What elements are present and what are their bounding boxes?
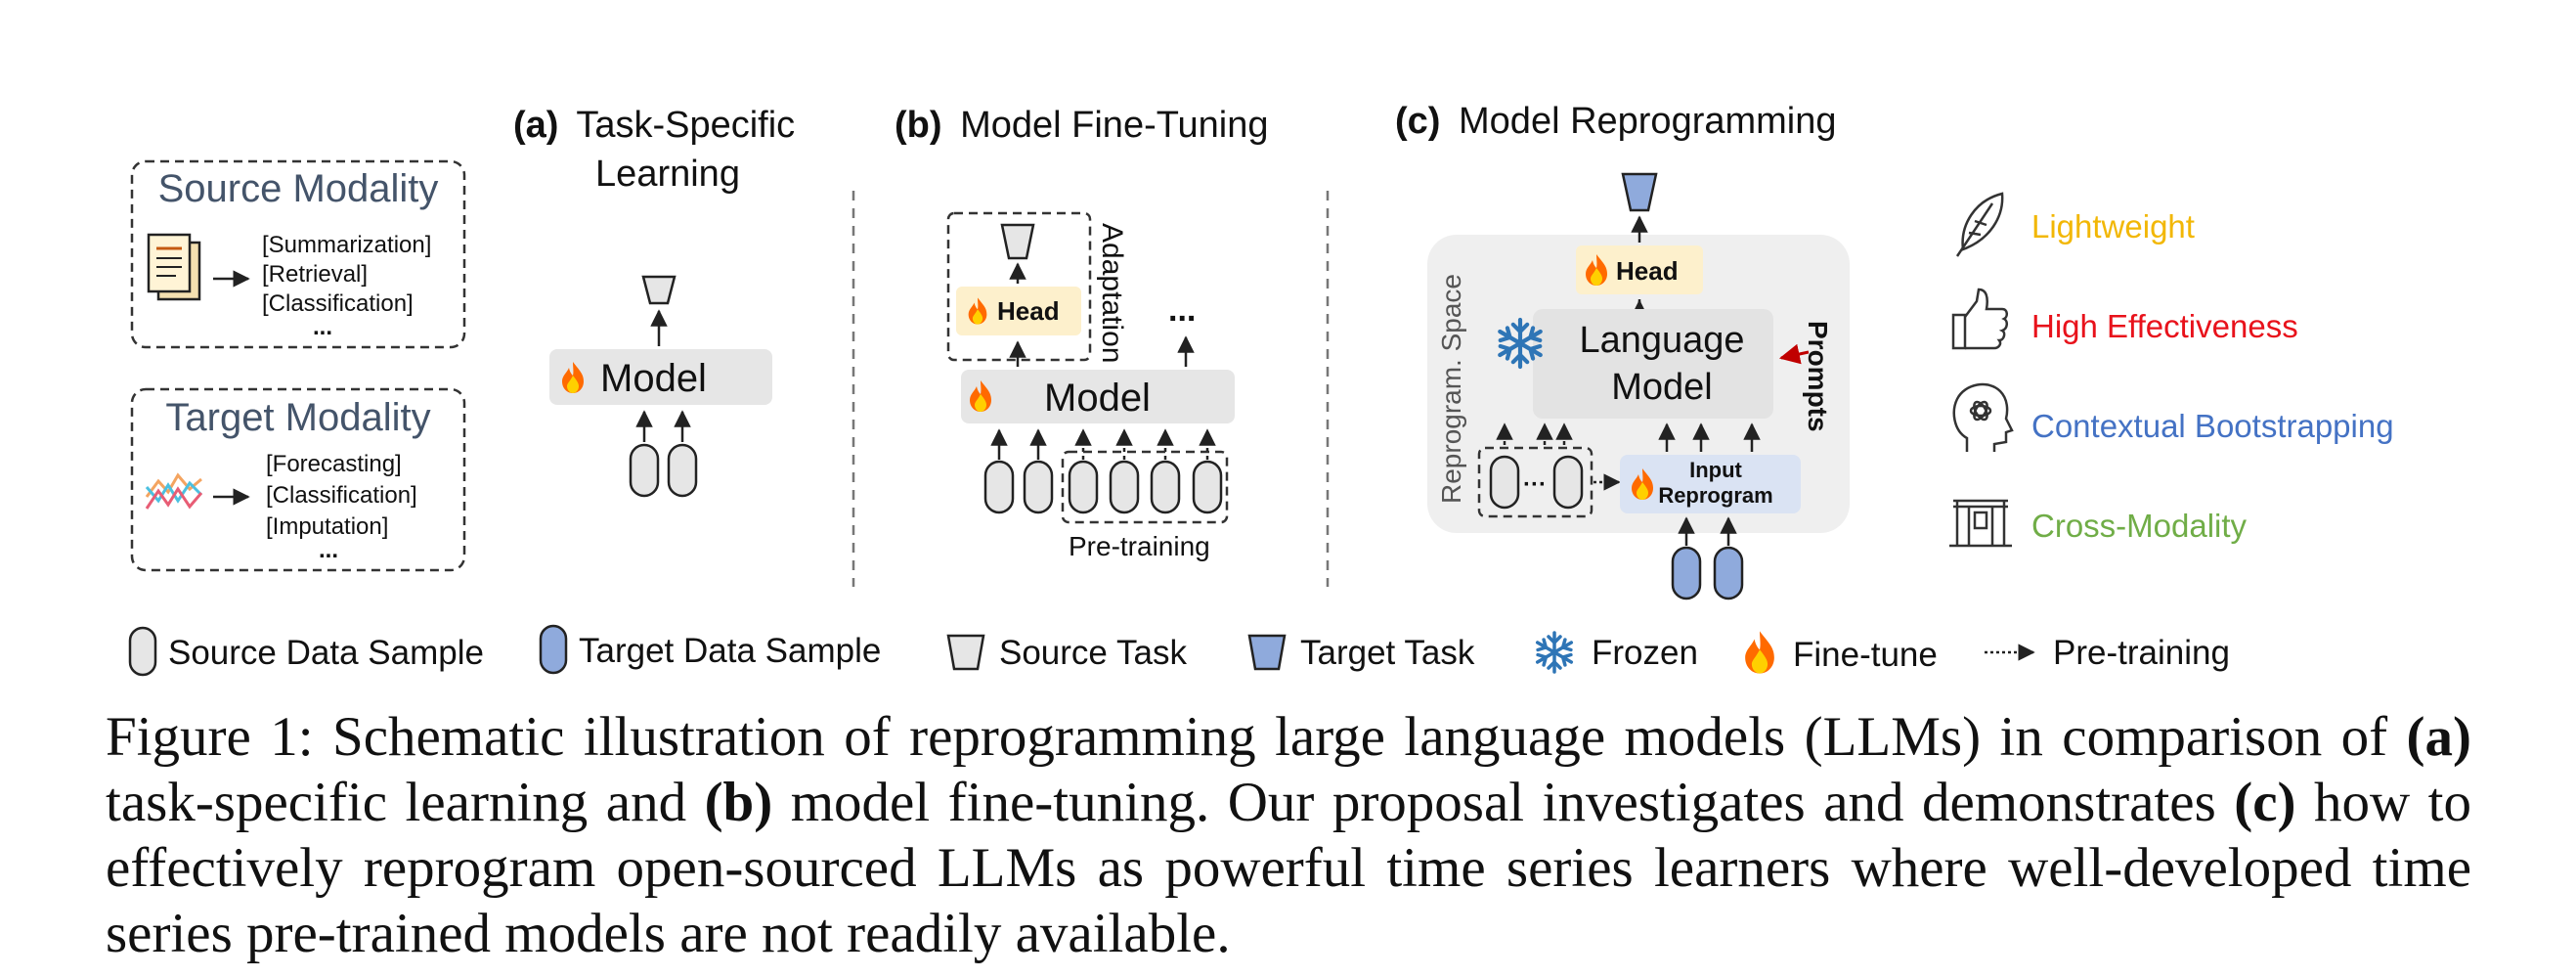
source-task-item: [Retrieval] <box>262 261 368 288</box>
legend-source-sample-swatch <box>128 626 157 677</box>
legend-target-task-label: Target Task <box>1300 634 1475 672</box>
panel-b-title: Model Fine-Tuning <box>960 105 1268 146</box>
adaptation-box <box>946 211 1092 362</box>
svg-text:(b) Model Fine-Tuning: (b) Model Fine-Tuning <box>895 105 1269 146</box>
property-label: Contextual Bootstrapping <box>2031 408 2394 444</box>
caption-text: model fine-tuning. Our proposal investig… <box>772 772 2235 833</box>
source-data-sample <box>1109 460 1140 514</box>
input-reprogram-box <box>1620 455 1801 513</box>
legend-target-sample-swatch <box>539 624 568 675</box>
source-modality-title: Source Modality <box>158 167 439 210</box>
legend: Source Data Sample Target Data Sample So… <box>128 624 2230 677</box>
panel-a: (a) Task-Specific Learning Model <box>513 105 795 498</box>
source-data-sample <box>1068 460 1099 514</box>
source-data-sample <box>667 443 698 498</box>
model-box <box>961 370 1235 423</box>
property-label: Lightweight <box>2031 208 2195 244</box>
document-icon <box>147 233 201 301</box>
properties-list: Lightweight High Effectiveness Contextua… <box>1949 192 2394 548</box>
source-task-item: [Classification] <box>262 290 414 317</box>
pretraining-label: Pre-training <box>1069 531 1210 561</box>
panel-a-letter: (a) <box>513 105 558 146</box>
source-data-sample <box>1552 455 1584 510</box>
source-task-item: ... <box>313 314 332 340</box>
legend-source-task-label: Source Task <box>999 634 1187 672</box>
source-data-sample <box>983 460 1015 514</box>
target-task-item: [Imputation] <box>266 513 388 540</box>
brain-head-icon <box>1952 382 2014 452</box>
source-data-sample <box>629 443 660 498</box>
target-modality-box: Target Modality [Forecasting] [Classific… <box>130 387 466 572</box>
svg-text:(a) Task-Specific: (a) Task-Specific <box>513 105 795 146</box>
legend-source-sample-label: Source Data Sample <box>168 634 484 672</box>
head-box <box>956 287 1081 335</box>
legend-frozen-snowflake-icon <box>1535 631 1574 674</box>
source-data-sample <box>1150 460 1181 514</box>
svg-text:(c) Model Reprogramming: (c) Model Reprogramming <box>1395 101 1837 142</box>
source-task-trapezoid <box>1000 223 1035 260</box>
panel-a-title: Task-Specific <box>576 105 795 146</box>
language-model-label: Model <box>1611 367 1713 408</box>
head-label: Head <box>997 296 1060 326</box>
model-label: Model <box>1044 377 1151 420</box>
head-box <box>1576 245 1703 294</box>
target-task-item: [Classification] <box>266 482 417 509</box>
caption-ref-a: (a) <box>2406 706 2471 768</box>
head-label: Head <box>1616 256 1679 286</box>
thumbs-up-icon <box>1951 288 2008 350</box>
source-data-sample <box>1489 455 1520 510</box>
panel-c-letter: (c) <box>1395 101 1440 142</box>
adaptation-label: Adaptation <box>1096 223 1128 363</box>
pretraining-box <box>1061 450 1229 524</box>
figure-caption: Figure 1: Schematic illustration of repr… <box>106 704 2471 966</box>
source-task-trapezoid <box>641 275 677 305</box>
source-data-sample <box>1192 460 1223 514</box>
target-modality-title: Target Modality <box>165 396 430 439</box>
legend-frozen-label: Frozen <box>1592 634 1698 672</box>
model-label: Model <box>600 357 707 400</box>
input-reprogram-label: Input <box>1689 458 1742 482</box>
source-modality-box: Source Modality [Summarization] [Retriev… <box>130 159 466 349</box>
caption-text: Figure 1: Schematic illustration of repr… <box>106 706 2407 768</box>
target-data-sample <box>1713 546 1744 600</box>
prompts-label: Prompts <box>1803 321 1833 432</box>
legend-source-task-swatch <box>946 634 985 671</box>
caption-text: task-specific learning and <box>106 772 705 833</box>
model-box <box>549 349 772 405</box>
property-label: High Effectiveness <box>2031 308 2298 344</box>
gate-icon <box>1949 499 2012 548</box>
legend-pretraining-label: Pre-training <box>2053 634 2230 672</box>
svg-text:···: ··· <box>1523 471 1547 498</box>
caption-ref-b: (b) <box>704 772 773 833</box>
reprogram-space-label: Reprogram. Space <box>1436 274 1466 504</box>
target-task-trapezoid <box>1621 172 1658 212</box>
target-task-item: [Forecasting] <box>266 451 402 477</box>
source-task-item: [Summarization] <box>262 232 431 258</box>
legend-finetune-label: Fine-tune <box>1793 636 1938 674</box>
panel-a-title-line2: Learning <box>595 154 740 195</box>
source-data-sample <box>1023 460 1054 514</box>
prompts-arrow <box>1778 343 1810 365</box>
caption-ref-c: (c) <box>2234 772 2296 833</box>
reprogrammed-samples-box <box>1477 446 1594 518</box>
panel-c: (c) Model Reprogramming Reprogram. Space… <box>1395 101 1850 600</box>
input-reprogram-label: Reprogram <box>1658 483 1772 508</box>
legend-finetune-flame-icon <box>1745 631 1774 674</box>
target-task-item: ... <box>319 537 338 563</box>
legend-target-sample-label: Target Data Sample <box>579 632 881 670</box>
target-data-sample <box>1671 546 1702 600</box>
more-dots: ... <box>1168 291 1196 329</box>
language-model-box <box>1533 309 1773 419</box>
panel-b: (b) Model Fine-Tuning Head Adaptation ..… <box>895 105 1269 561</box>
property-label: Cross-Modality <box>2031 508 2248 544</box>
language-model-label: Language <box>1579 320 1744 361</box>
feather-icon <box>1955 192 2004 257</box>
caption-text: how to effectively reprogram open-source… <box>106 772 2471 964</box>
panel-b-letter: (b) <box>895 105 942 146</box>
figure-diagram: Source Modality [Summarization] [Retriev… <box>128 101 2394 677</box>
panel-c-title: Model Reprogramming <box>1459 101 1837 142</box>
time-series-icon <box>145 472 203 510</box>
legend-target-task-swatch <box>1247 634 1287 671</box>
